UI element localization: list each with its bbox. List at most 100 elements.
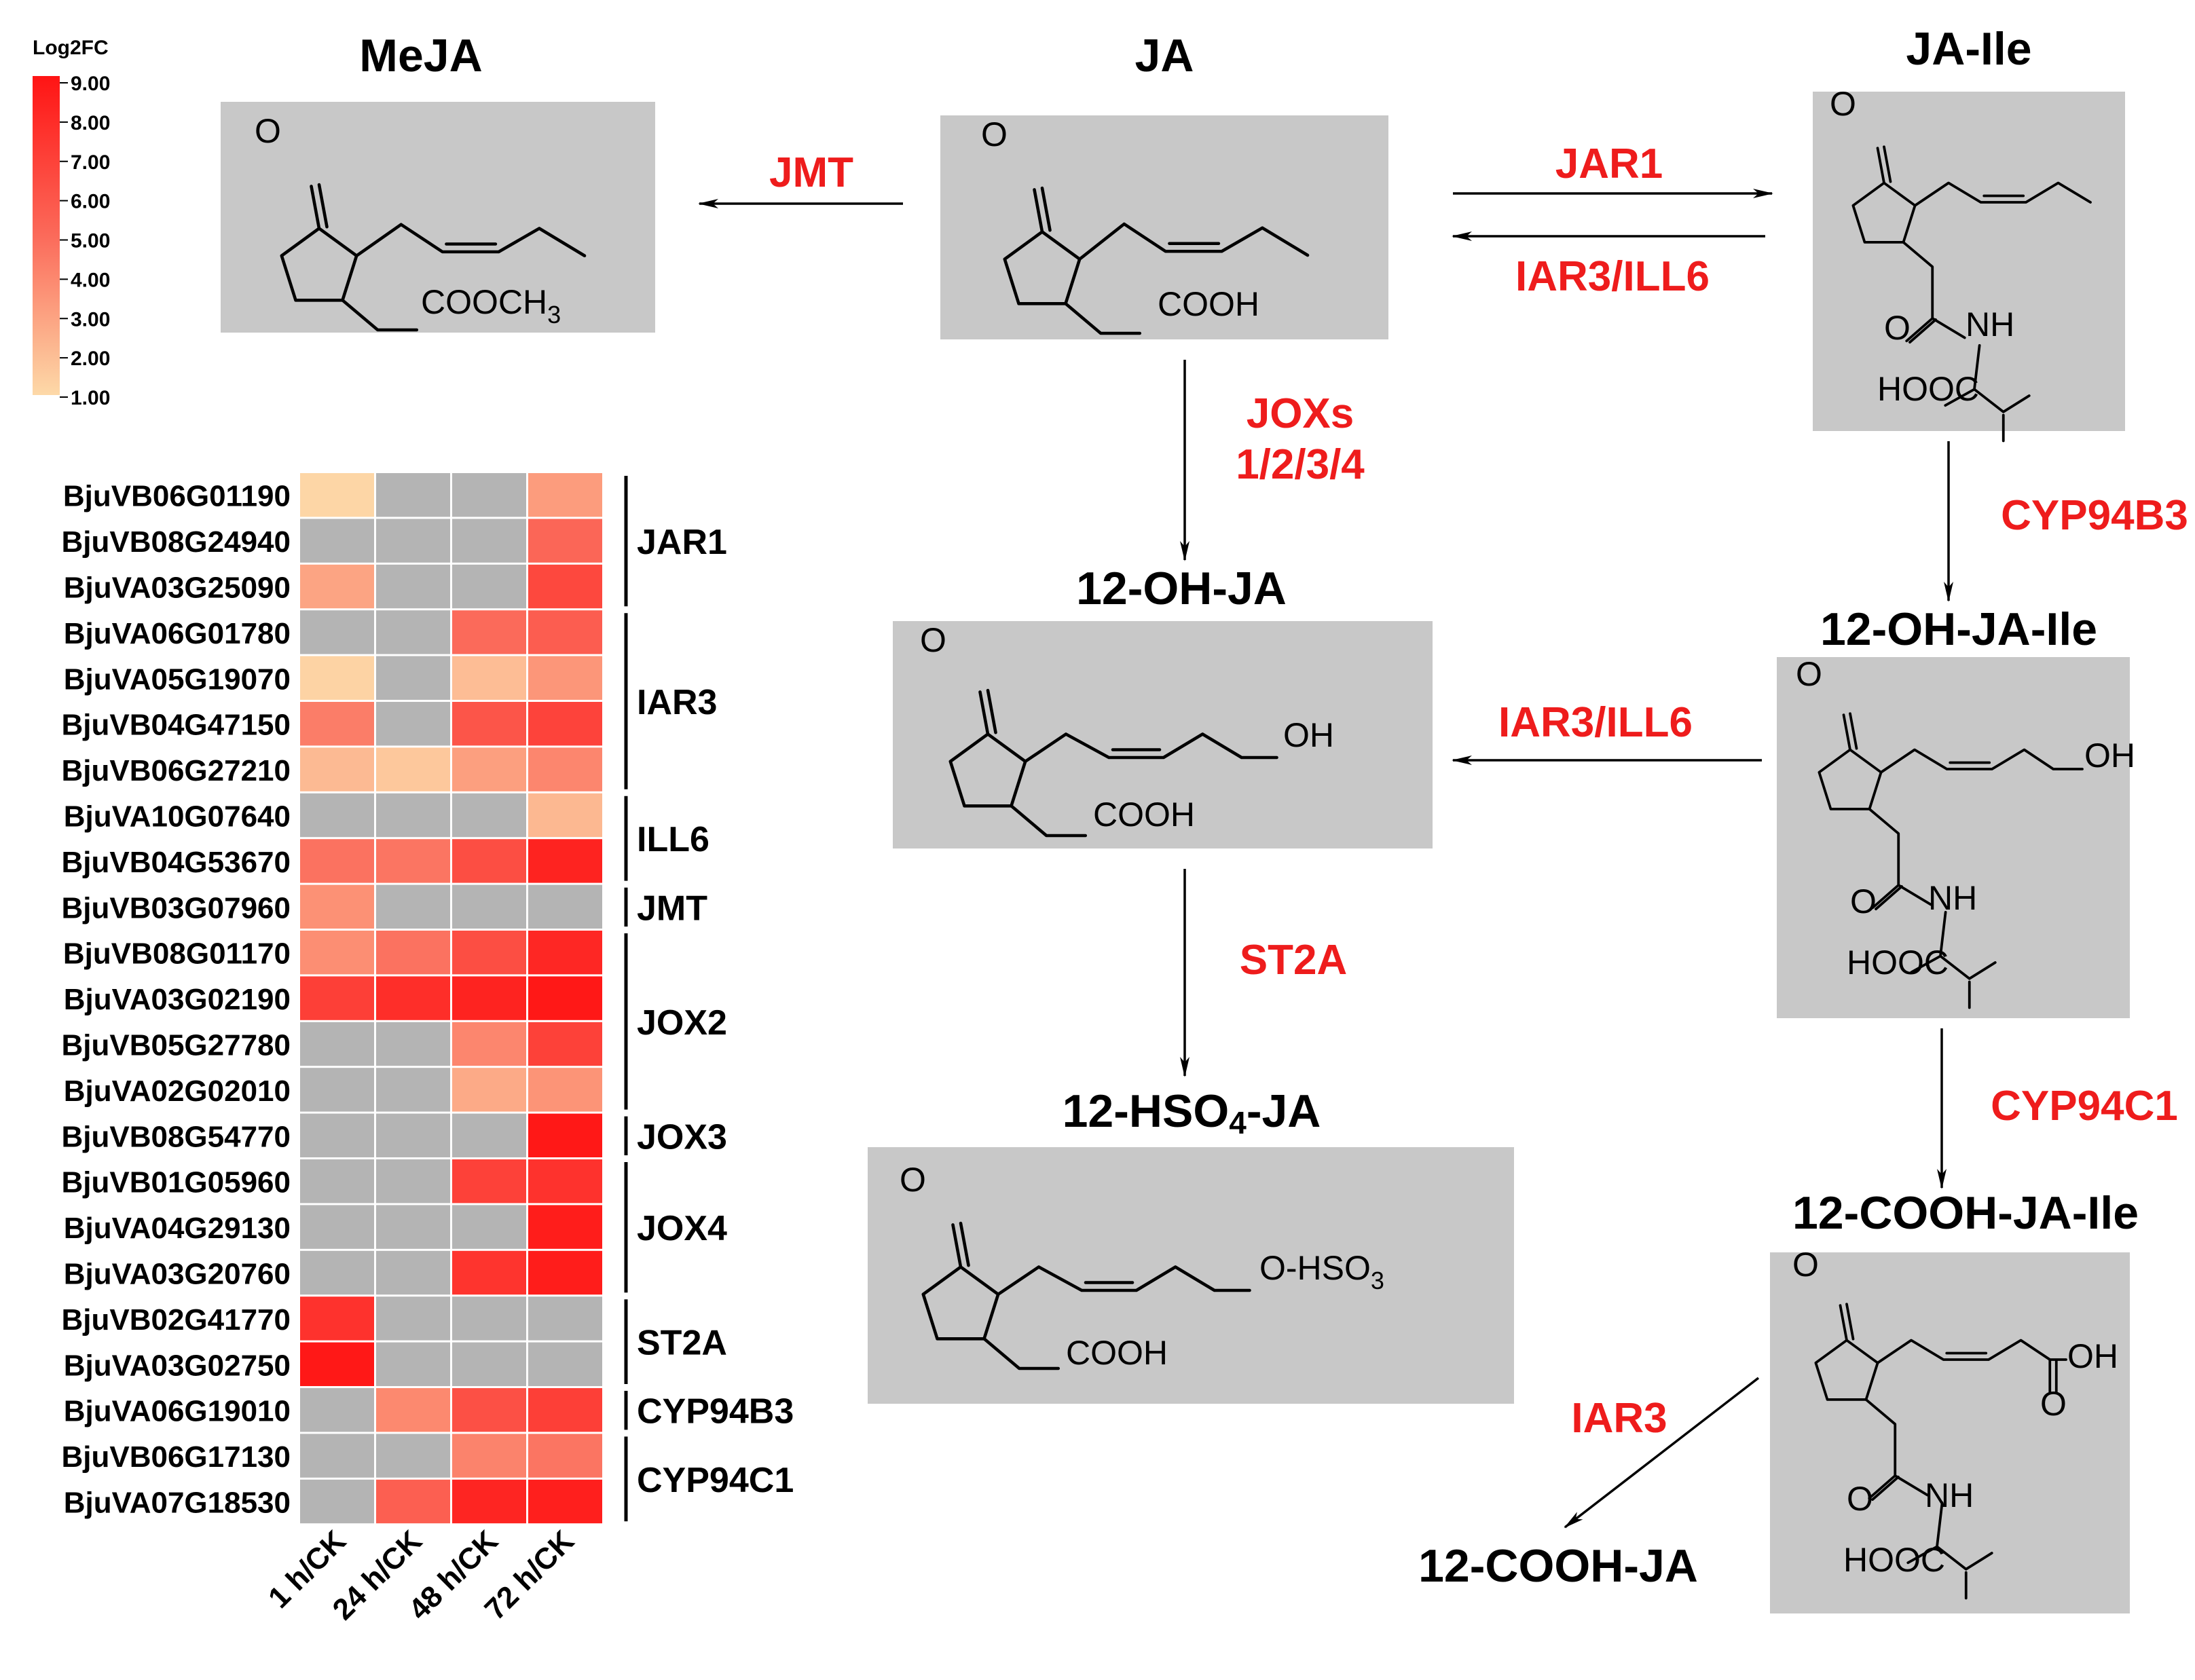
legend-title: Log2FC: [33, 37, 109, 59]
heatmap-cell: [300, 1113, 374, 1157]
enzyme-cyp94c1: CYP94C1: [1991, 1083, 2178, 1130]
jaile-hooc: HOOC: [1877, 370, 1979, 408]
group-label: CYP94C1: [637, 1461, 794, 1500]
gene-label: BjuVA03G02750: [64, 1349, 291, 1382]
gene-label: BjuVA10G07640: [64, 800, 291, 834]
heatmap-cell: [528, 1022, 602, 1066]
title-meja: MeJA: [359, 30, 482, 81]
heatmap-cell: [528, 473, 602, 517]
gene-label: BjuVB06G17130: [61, 1440, 291, 1474]
gene-label: BjuVA03G25090: [64, 572, 291, 605]
heatmap-cell: [528, 884, 602, 929]
heatmap-cell: [376, 931, 450, 975]
heatmap-cell: [528, 1388, 602, 1432]
gene-label: BjuVB02G41770: [61, 1303, 291, 1337]
group-label: JOX4: [637, 1209, 727, 1248]
oh-ja-cooh: COOH: [1093, 796, 1195, 834]
heatmap-cell: [300, 793, 374, 838]
enzyme-cyp94b3: CYP94B3: [2001, 492, 2188, 539]
heatmap-cell: [300, 519, 374, 563]
title-cooh-ja: 12-COOH-JA: [1418, 1540, 1698, 1592]
heatmap-cell: [452, 1068, 526, 1112]
legend-tick-label: 3.00: [71, 308, 110, 331]
heatmap-cell: [452, 1434, 526, 1478]
gene-label: BjuVA03G20760: [64, 1258, 291, 1291]
enzyme-labels: JMT JAR1 IAR3/ILL6 JOXs 1/2/3/4 CYP94B3 …: [769, 141, 2188, 1442]
gene-label: BjuVB01G05960: [61, 1166, 291, 1199]
heatmap-cell: [528, 564, 602, 609]
heatmap-cell: [452, 610, 526, 654]
heatmap-cell: [452, 1250, 526, 1295]
heatmap-cell: [528, 656, 602, 700]
heatmap-cell: [452, 976, 526, 1020]
jaile-box: [1813, 92, 2125, 431]
legend-tick-label: 4.00: [71, 269, 110, 291]
gene-label: BjuVB08G54770: [61, 1120, 291, 1153]
heatmap-cell: [300, 1479, 374, 1524]
heatmap-cell: [528, 1479, 602, 1524]
heatmap-cell: [300, 1205, 374, 1249]
group-label: JOX2: [637, 1003, 727, 1043]
heatmap-cell: [376, 473, 450, 517]
heatmap-cell: [452, 519, 526, 563]
heatmap-cell: [376, 1434, 450, 1478]
gene-label: BjuVA07G18530: [64, 1487, 291, 1520]
meja-structure: MeJA O COOCH3: [221, 30, 655, 333]
jaile-o2: O: [1884, 309, 1911, 347]
heatmap-cell: [452, 931, 526, 975]
heatmap-cell: [376, 702, 450, 746]
heatmap-cell: [376, 610, 450, 654]
heatmap-cell: [528, 793, 602, 838]
heatmap-cell: [528, 1113, 602, 1157]
heatmap-cell: [376, 1250, 450, 1295]
cooh-jaile-o2: O: [1847, 1480, 1873, 1518]
heatmap-cell: [376, 884, 450, 929]
oh-jaile-oh: OH: [2084, 736, 2135, 774]
heatmap-cell: [452, 564, 526, 609]
group-label: ST2A: [637, 1324, 727, 1363]
heatmap-cell: [300, 1022, 374, 1066]
heatmap-cell: [528, 839, 602, 883]
title-cooh-jaile: 12-COOH-JA-Ile: [1792, 1187, 2139, 1239]
heatmap-cell: [376, 1296, 450, 1341]
heatmap-cell: [376, 1388, 450, 1432]
cooh-jaile-oh: OH: [2067, 1337, 2118, 1375]
heatmap-cell: [376, 839, 450, 883]
heatmap-cell: [528, 1434, 602, 1478]
heatmap-cell: [528, 1342, 602, 1386]
legend-tick-label: 1.00: [71, 387, 110, 409]
gene-label: BjuVB06G01190: [63, 480, 291, 513]
enzyme-jar1: JAR1: [1555, 141, 1663, 187]
gene-label: BjuVA03G02190: [64, 983, 291, 1016]
heatmap-cell: [376, 1479, 450, 1524]
group-label: CYP94B3: [637, 1392, 794, 1432]
enzyme-joxs: JOXs: [1247, 390, 1354, 437]
heatmap-cell: [376, 1113, 450, 1157]
gene-label: BjuVB08G01170: [63, 937, 291, 971]
enzyme-joxs-numbers: 1/2/3/4: [1236, 441, 1365, 488]
heatmap-cell: [300, 839, 374, 883]
heatmap-cell: [452, 1296, 526, 1341]
gene-label: BjuVB04G53670: [61, 846, 291, 879]
gene-label: BjuVB03G07960: [61, 891, 291, 925]
color-legend: Log2FC 9.008.007.006.005.004.003.002.001…: [33, 37, 110, 409]
jaile-o: O: [1830, 85, 1856, 123]
heatmap-cell: [300, 884, 374, 929]
oh-ja-structure: 12-OH-JA O OH COOH: [893, 563, 1433, 848]
ja-cooh: COOH: [1158, 285, 1259, 323]
heatmap-cell: [452, 473, 526, 517]
heatmap-cell: [528, 610, 602, 654]
heatmap-cell: [452, 884, 526, 929]
title-ja: JA: [1135, 30, 1194, 81]
oh-ja-box: [893, 621, 1433, 848]
oh-jaile-box: [1777, 657, 2130, 1018]
heatmap-cell: [528, 747, 602, 791]
heatmap-cell: [528, 1159, 602, 1203]
heatmap-cell: [528, 519, 602, 563]
heatmap-cell: [376, 1022, 450, 1066]
gene-label: BjuVA06G19010: [64, 1395, 291, 1428]
heatmap-cell: [376, 564, 450, 609]
heatmap-cell: [376, 1159, 450, 1203]
heatmap-cell: [300, 1068, 374, 1112]
ja-box: [940, 115, 1388, 339]
